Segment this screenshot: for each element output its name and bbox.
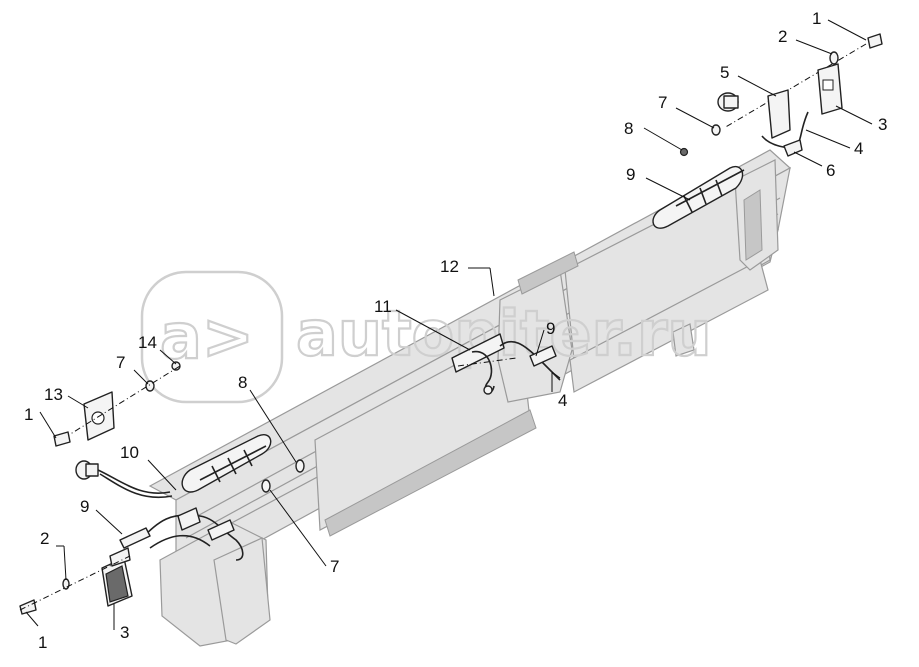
right-stud bbox=[672, 323, 695, 357]
right-lamp-recess bbox=[652, 165, 745, 229]
center-harness bbox=[451, 251, 579, 395]
callout-5: 5 bbox=[720, 63, 729, 82]
callout-14: 14 bbox=[138, 333, 157, 352]
center-strap bbox=[451, 333, 505, 373]
lamp-head-base-left bbox=[85, 463, 99, 477]
lamp-lens-right bbox=[822, 79, 834, 91]
callout-7-top: 7 bbox=[658, 93, 667, 112]
watermark-logo-frame bbox=[140, 270, 284, 404]
callout-1-top: 1 bbox=[812, 9, 821, 28]
centerline-right-upper bbox=[723, 43, 867, 129]
wire-left-10b bbox=[99, 473, 173, 498]
callout-3-bottom: 3 bbox=[120, 623, 129, 642]
callout-9-top: 9 bbox=[626, 165, 635, 184]
right-pin-3 bbox=[715, 179, 723, 197]
leader-lines bbox=[25, 19, 873, 630]
center-grommet bbox=[483, 385, 493, 395]
mount-plate-hole bbox=[91, 411, 105, 425]
callout-7-bottom: 7 bbox=[330, 557, 339, 576]
left-marker-lamp-assembly bbox=[19, 361, 244, 615]
right-bracket-slot bbox=[743, 189, 763, 261]
callout-1-left: 1 bbox=[24, 405, 33, 424]
left-nut-8 bbox=[295, 459, 305, 473]
nut-top-right bbox=[679, 147, 689, 157]
right-bar bbox=[675, 169, 745, 207]
callout-12: 12 bbox=[440, 257, 459, 276]
spacer-top-right bbox=[711, 124, 721, 136]
bolt-left-1 bbox=[53, 431, 71, 447]
left-bar bbox=[199, 445, 267, 481]
left-junction bbox=[177, 507, 201, 531]
left-lamp-recess bbox=[181, 434, 305, 493]
left-pin-3 bbox=[243, 449, 253, 467]
callout-1-bottom: 1 bbox=[38, 633, 47, 652]
connector-right bbox=[783, 139, 803, 157]
washer-top-right bbox=[829, 51, 839, 65]
callout-labels: 1 2 3 4 5 6 7 8 9 12 11 9 4 14 7 13 1 8 … bbox=[24, 9, 887, 652]
callout-4-mid: 4 bbox=[558, 391, 567, 410]
callout-11: 11 bbox=[374, 297, 392, 316]
callout-6: 6 bbox=[826, 161, 835, 180]
left-spacer-7 bbox=[261, 479, 271, 493]
center-connector bbox=[529, 345, 557, 367]
wire-left-10 bbox=[97, 469, 171, 494]
center-axis bbox=[457, 357, 517, 367]
left-clip bbox=[207, 519, 235, 541]
lamp-housing-left-cap bbox=[109, 547, 131, 567]
callout-9-mid: 9 bbox=[546, 319, 555, 338]
left-pin-1 bbox=[211, 465, 221, 483]
callout-3-top: 3 bbox=[878, 115, 887, 134]
right-pin-1 bbox=[683, 195, 693, 213]
callout-2-top: 2 bbox=[778, 27, 787, 46]
middle-plate-lip bbox=[324, 409, 537, 537]
callout-4-top: 4 bbox=[854, 139, 863, 158]
left-connector-9 bbox=[119, 527, 151, 549]
left-harness-wire-2 bbox=[149, 534, 211, 549]
callout-10: 10 bbox=[120, 443, 139, 462]
watermark-text: autopiter.ru bbox=[296, 297, 712, 370]
washer-left-2 bbox=[62, 578, 70, 590]
right-lower-lip bbox=[569, 259, 769, 393]
callout-7-left: 7 bbox=[116, 353, 125, 372]
lamp-housing-left-lens bbox=[105, 565, 129, 603]
centerline-left-lower bbox=[19, 555, 131, 611]
callout-13: 13 bbox=[44, 385, 63, 404]
callout-2-bottom: 2 bbox=[40, 529, 49, 548]
left-pin-2 bbox=[227, 457, 237, 475]
right-pin-2 bbox=[699, 187, 707, 205]
callout-8-mid: 8 bbox=[238, 373, 247, 392]
callout-8-top: 8 bbox=[624, 119, 633, 138]
lamp-bracket-right bbox=[767, 89, 791, 139]
watermark: a> autopiter.ru bbox=[140, 270, 713, 404]
bolt-left-bottom bbox=[19, 599, 37, 615]
bumper-beam-ghost bbox=[148, 149, 792, 647]
centerline-left-upper bbox=[63, 365, 181, 439]
center-rail bbox=[517, 251, 579, 295]
bolt-top-right bbox=[867, 33, 883, 49]
lamp-head-base-right bbox=[723, 95, 739, 109]
stud-14 bbox=[171, 361, 181, 371]
left-bracket-web bbox=[213, 537, 271, 645]
left-harness-wire bbox=[139, 514, 244, 561]
callout-9-left: 9 bbox=[80, 497, 89, 516]
right-marker-lamp-assembly bbox=[679, 33, 883, 157]
